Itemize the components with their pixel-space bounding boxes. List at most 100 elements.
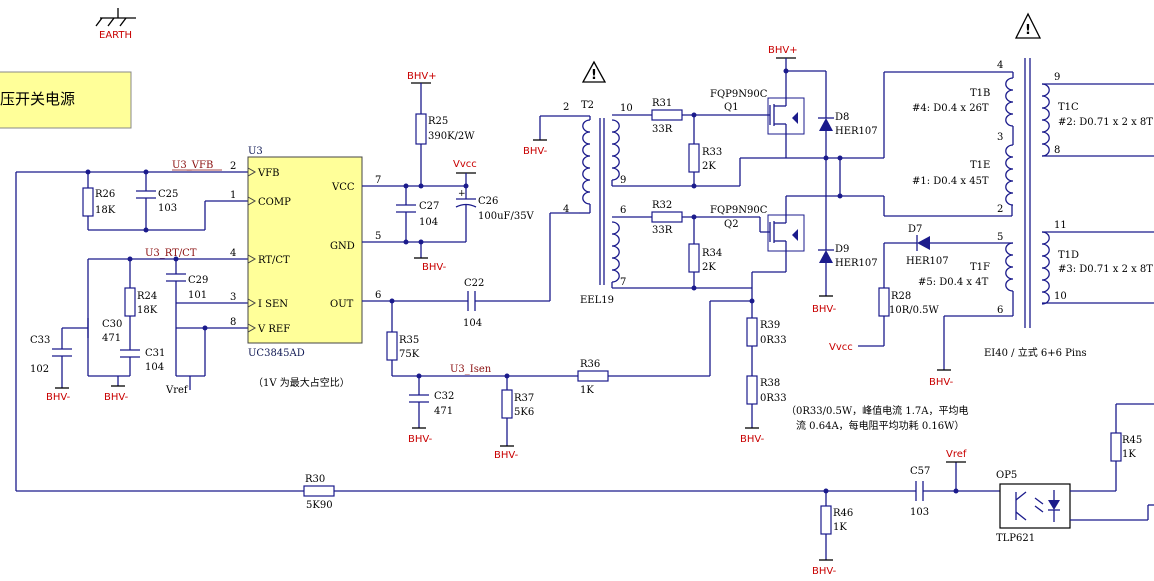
ic-pin-name: V REF bbox=[257, 324, 290, 335]
sense-note-line2: 流 0.64A，每电阻平均功耗 0.16W） bbox=[796, 419, 964, 432]
duty-note: （1V 为最大占空比） bbox=[253, 376, 350, 389]
component-value: 33R bbox=[652, 124, 673, 135]
ic-ref: U3 bbox=[248, 146, 263, 157]
svg-text:!: ! bbox=[591, 68, 597, 83]
component-ref: C32 bbox=[434, 391, 454, 402]
component-ref: R34 bbox=[702, 248, 722, 259]
component-ref: C30 bbox=[102, 319, 122, 330]
component-ref: R35 bbox=[399, 335, 419, 346]
component-value: 103 bbox=[910, 507, 929, 518]
mosfet-q2: FQP9N90C Q2 bbox=[710, 155, 1012, 288]
current-sense: R36 1K C32 471 BHV- R37 5K6 BHV- bbox=[392, 300, 752, 461]
ground-label: BHV- bbox=[104, 392, 129, 403]
diode-d8: D8 HER107 bbox=[818, 112, 878, 158]
component-ref: R32 bbox=[652, 200, 672, 211]
t2-core: EEL19 bbox=[580, 295, 614, 306]
component-value: 101 bbox=[188, 290, 207, 301]
t2-ref: T2 bbox=[581, 100, 594, 111]
component-ref: R25 bbox=[428, 116, 448, 127]
t1-pin: 6 bbox=[997, 305, 1003, 316]
component-ref: C26 bbox=[478, 196, 498, 207]
transformer-t1: ! BHV- 4 3 2 5 6 T1B #4: D0.4 x 26T T1E … bbox=[883, 12, 1154, 388]
ic-pin-name: RT/CT bbox=[258, 255, 290, 266]
resistor-r32 bbox=[651, 211, 683, 223]
t2-pin: 6 bbox=[620, 205, 626, 216]
component-ref: C22 bbox=[464, 278, 484, 289]
component-value: 104 bbox=[419, 217, 438, 228]
component-value: 2K bbox=[702, 161, 716, 172]
component-ref: Q1 bbox=[724, 102, 739, 113]
ic-part: UC3845AD bbox=[248, 348, 305, 359]
ic-pin-name: VFB bbox=[257, 168, 280, 179]
component-ref: R39 bbox=[760, 320, 780, 331]
component-ref: R33 bbox=[702, 147, 722, 158]
component-value: 103 bbox=[158, 203, 177, 214]
resistor-r34 bbox=[688, 243, 700, 273]
ic-pin-num: 8 bbox=[230, 317, 236, 328]
t1-pin: 5 bbox=[997, 232, 1003, 243]
aux-rectifier: D7 HER107 R28 10R/0.5W Vvcc bbox=[829, 224, 949, 353]
resistor-r38 bbox=[746, 375, 758, 405]
vcc-label: Vvcc bbox=[453, 159, 477, 170]
bhv-plus-label: BHV+ bbox=[407, 71, 437, 82]
resistor-r35 bbox=[386, 331, 398, 361]
earth-symbol: EARTH bbox=[95, 8, 136, 41]
component-ref: C29 bbox=[188, 275, 208, 286]
component-value: 1K bbox=[1122, 449, 1136, 460]
ic-pin-name: I SEN bbox=[258, 299, 288, 310]
component-value: FQP9N90C bbox=[710, 205, 768, 216]
ic-pin-name: GND bbox=[330, 241, 355, 252]
resistor-r28 bbox=[878, 287, 890, 317]
vref-label: Vref bbox=[165, 385, 189, 396]
ground-label: BHV- bbox=[46, 392, 71, 403]
net-label-vfb: U3_VFB bbox=[172, 160, 213, 171]
optocoupler-feedback: R30 5K90 R46 1K BHV- C57 103 Vref OP5 TL… bbox=[16, 403, 1154, 577]
winding-ref: T1F bbox=[970, 262, 990, 273]
ground-label: BHV- bbox=[740, 434, 765, 445]
component-value: 471 bbox=[102, 333, 121, 344]
ground-label: BHV- bbox=[523, 146, 548, 157]
winding-ref: T1E bbox=[970, 160, 990, 171]
component-value: 102 bbox=[30, 364, 49, 375]
ground-label: BHV- bbox=[422, 262, 447, 273]
ic-pin-num: 6 bbox=[375, 290, 381, 301]
t2-pin: 10 bbox=[620, 103, 633, 114]
component-ref: R24 bbox=[137, 291, 157, 302]
t1-pin: 8 bbox=[1054, 145, 1060, 156]
ic-pin-num: 1 bbox=[230, 190, 236, 201]
component-ref: C27 bbox=[419, 201, 439, 212]
component-value: 0R33 bbox=[760, 393, 787, 404]
component-ref: R36 bbox=[580, 359, 600, 370]
resistor-r37 bbox=[501, 389, 513, 419]
component-value: 104 bbox=[463, 318, 482, 329]
ic-pin-num: 3 bbox=[230, 292, 236, 303]
component-ref: R37 bbox=[514, 393, 534, 404]
component-ref: R28 bbox=[891, 291, 911, 302]
component-value: 0R33 bbox=[760, 335, 787, 346]
component-ref: R46 bbox=[833, 508, 853, 519]
component-value: HER107 bbox=[835, 126, 878, 137]
ground-label: BHV- bbox=[929, 377, 954, 388]
resistor-r39 bbox=[746, 317, 758, 347]
component-ref: Q2 bbox=[724, 219, 739, 230]
t2-pin: 9 bbox=[620, 175, 626, 186]
gate-drive: C22 104 R35 75K bbox=[386, 212, 579, 376]
vref-label: Vref bbox=[946, 449, 967, 460]
ic-pin-num: 4 bbox=[230, 248, 236, 259]
winding-desc: #5: D0.4 x 4T bbox=[918, 277, 989, 288]
t1-pin: 10 bbox=[1054, 291, 1067, 302]
component-value: HER107 bbox=[906, 256, 949, 267]
title-box: 压开关电源 bbox=[0, 71, 132, 129]
feedback-network: R26 18K C25 103 bbox=[15, 169, 222, 491]
q2-drive: R32 33R R34 2K bbox=[651, 200, 760, 291]
component-value: 75K bbox=[399, 349, 420, 360]
ground-label: BHV- bbox=[812, 304, 837, 315]
sense-note-line1: （0R33/0.5W，峰值电流 1.7A，平均电 bbox=[786, 404, 968, 417]
component-ref: C57 bbox=[910, 466, 930, 477]
mosfet-q1: FQP9N90C Q1 BHV+ bbox=[710, 45, 884, 186]
ic-u3: U3 UC3845AD 2 VFB 1 COMP 4 RT/CT 3 I SEN… bbox=[222, 146, 392, 359]
net-label-rtct: U3_RT/CT bbox=[145, 248, 197, 259]
t1-pin: 4 bbox=[997, 60, 1003, 71]
svg-text:+: + bbox=[458, 189, 466, 199]
